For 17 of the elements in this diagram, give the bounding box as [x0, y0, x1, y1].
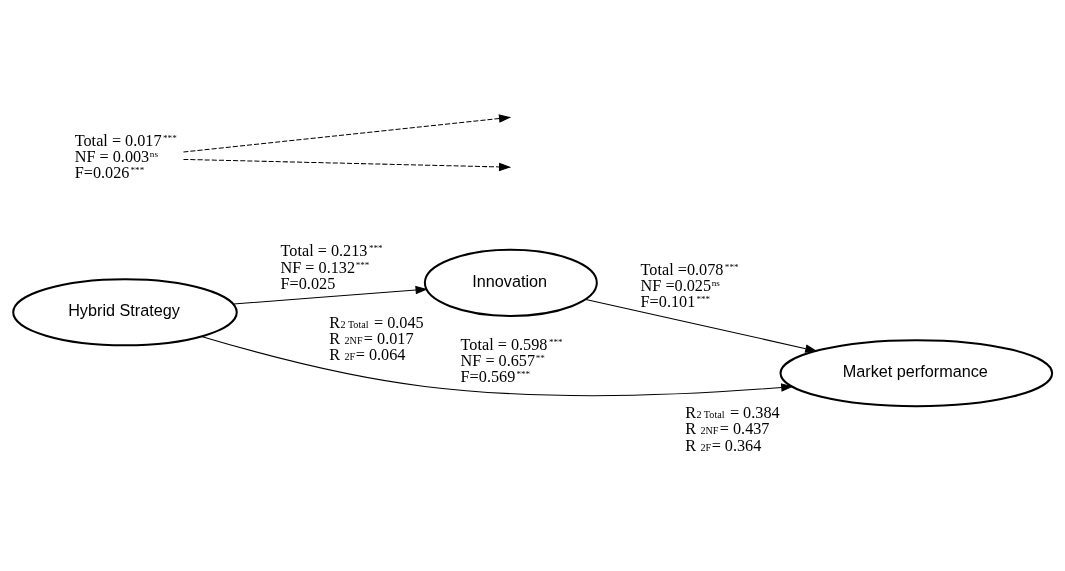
- edge-label: Total = 0.598$^{***}$ NF = 0.657$^{**}$ F=0.569$^{***}$: [460, 335, 563, 386]
- node-text: Total = 0.017$^{***}$ NF = 0.003$^{ns}$ F=0.026$^{***}$: [74, 131, 177, 182]
- arrow: [232, 285, 428, 305]
- edge-label: Total = 0.213$^{***}$ NF = 0.132$^{***}$ F=0.025: [280, 241, 383, 293]
- node-label: R2 Total = 0.045: [329, 313, 424, 332]
- arrow: [182, 113, 512, 152]
- edge-label: Total =0.078$^{***}$ NF =0.025$^{ns}$ F=0.101$^{***}$: [640, 260, 739, 311]
- node-label: R 2F= 0.064: [329, 345, 406, 364]
- node-label: R 2NF= 0.437: [685, 419, 770, 438]
- node-label: R 2F= 0.364: [685, 436, 762, 455]
- arrow: [182, 158, 512, 171]
- node-label: R 2NF= 0.017: [329, 329, 414, 348]
- arrow: [200, 335, 794, 396]
- node-ellipse: Innovation: [423, 248, 598, 317]
- arrow: [585, 298, 818, 353]
- node-label: R2 Total = 0.384: [685, 403, 780, 422]
- node-ellipse: Hybrid Strategy: [12, 277, 238, 346]
